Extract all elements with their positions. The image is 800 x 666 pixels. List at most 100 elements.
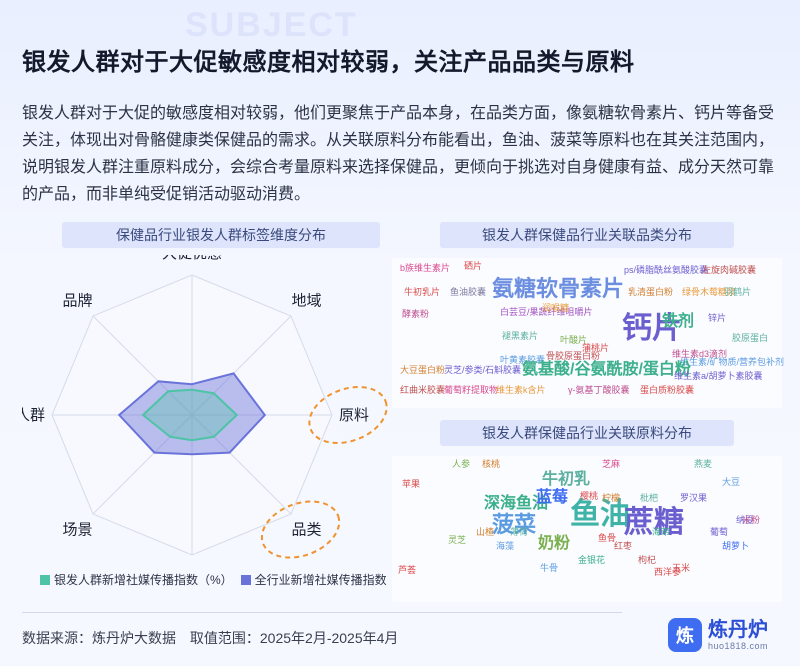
radar-axis-label: 原料: [339, 407, 369, 424]
word-cloud-word: 蓝莓: [536, 489, 569, 506]
background-watermark: SUBJECT: [185, 6, 358, 44]
word-cloud-word: 牛骨: [540, 563, 559, 573]
word-cloud-word: 核桃: [482, 459, 501, 469]
word-cloud-word: 骨胶原蛋白粉: [546, 351, 601, 361]
radar-axis-label: 场景: [62, 522, 92, 539]
word-cloud-word: 罗汉果: [680, 493, 708, 503]
legend-swatch-silver: [40, 574, 50, 585]
ingredient-cloud-title: 银发人群保健品行业关联原料分布: [440, 420, 734, 446]
word-cloud-word: 维生素/矿物质/营养包补剂: [680, 357, 785, 367]
radar-highlight-ellipse: [308, 385, 388, 445]
word-cloud-word: 大豆: [722, 477, 741, 487]
word-cloud-word: b族维生素片: [400, 263, 451, 273]
word-cloud-word: 灵芝: [448, 535, 467, 545]
radar-legend: 银发人群新增社媒传播指数（%） 全行业新增社媒传播指数（%）: [40, 571, 429, 588]
word-cloud-word: γ-氨基丁酸胶囊: [568, 385, 630, 395]
logo-icon: 炼: [668, 618, 702, 652]
data-range: 取值范围：2025年2月-2025年4月: [189, 630, 399, 646]
word-cloud-word: 芝麻: [602, 459, 621, 469]
word-cloud-word: 叶黄素胶囊: [500, 355, 546, 365]
word-cloud-word: ps/磷脂酰丝氨酸胶囊: [624, 265, 709, 275]
word-cloud-word: 润喉糖: [542, 303, 570, 313]
word-cloud-word: 羽鹤片: [724, 287, 752, 297]
word-cloud-word: 人参: [452, 459, 471, 469]
word-cloud-word: 葡萄: [710, 527, 729, 537]
word-cloud-word: 樱桃: [580, 491, 599, 501]
word-cloud-word: 金银花: [578, 555, 606, 565]
radar-axis-label: 品牌: [62, 292, 92, 309]
word-cloud-word: 灵芝/参类/石斛胶囊: [444, 365, 522, 375]
word-cloud-word: 白芸豆/果蔬纤维咀嚼片: [500, 307, 593, 317]
page-title: 银发人群对于大促敏感度相对较弱，关注产品品类与原料: [22, 49, 635, 76]
word-cloud-word: 牛初乳: [542, 471, 591, 488]
word-cloud-word: 胡萝卜: [722, 541, 750, 551]
word-cloud-word: 山楂: [476, 527, 495, 537]
category-cloud-title: 银发人群保健品行业关联品类分布: [440, 222, 734, 248]
radar-highlight-ellipse: [260, 500, 341, 559]
legend-swatch-industry: [240, 574, 251, 585]
data-source: 数据来源：炼丹炉大数据: [22, 630, 176, 646]
word-cloud-word: 柠檬: [602, 493, 621, 503]
word-cloud-word: 左旋肉碱胶囊: [702, 265, 757, 275]
radar-axis-label: 人群: [22, 407, 45, 424]
word-cloud-word: 葡萄籽提取物: [444, 385, 499, 395]
word-cloud-word: 苹果: [402, 479, 421, 489]
word-cloud-word: 乳清蛋白粉: [628, 287, 674, 297]
radar-chart-title: 保健品行业银发人群标签维度分布: [62, 222, 380, 248]
word-cloud-word: 硒片: [464, 261, 483, 271]
word-cloud-word: 氨基酸/谷氨酰胺/蛋白粉: [522, 361, 691, 378]
word-cloud-word: 玉米: [672, 563, 691, 573]
word-cloud-word: 枸杞: [638, 555, 657, 565]
word-cloud-word: 海带: [652, 527, 671, 537]
word-cloud-word: 纳豆: [736, 515, 755, 525]
word-cloud-word: 红曲米胶囊: [400, 385, 446, 395]
legend-label-silver: 银发人群新增社媒传播指数（%）: [54, 573, 233, 587]
word-cloud-word: 维生素a/胡萝卜素胶囊: [674, 371, 763, 381]
logo-text: 炼丹炉 huo1818.com: [708, 619, 768, 651]
word-cloud-word: 深海鱼油: [484, 495, 549, 512]
radar-axis-label: 地域: [292, 292, 322, 309]
word-cloud-word: 西洋参: [654, 567, 682, 577]
brand-logo: 炼 炼丹炉 huo1818.com: [668, 618, 768, 652]
legend-item-industry: 全行业新增社媒传播指数（%）: [240, 571, 422, 588]
radar-spoke: [191, 315, 292, 416]
word-cloud-word: 奶粉: [538, 535, 571, 552]
radar-chart: 大促优惠地域原料品类成分场景人群品牌: [22, 255, 388, 559]
legend-label-industry: 全行业新增社媒传播指数（%）: [254, 573, 422, 587]
radar-axis-label: 品类: [292, 522, 322, 539]
word-cloud-word: 燕麦: [694, 459, 713, 469]
word-cloud-word: 鱼油: [570, 498, 630, 531]
word-cloud-word: 维生素k含片: [496, 385, 546, 395]
radar-spoke: [191, 414, 292, 515]
word-cloud-word: 芦荟: [398, 565, 417, 575]
word-cloud-word: 大豆蛋白粉: [400, 365, 446, 375]
word-cloud-word: 叶酸片: [560, 335, 588, 345]
legend-item-silver: 银发人群新增社媒传播指数（%）: [40, 571, 233, 588]
word-cloud-word: 钙片: [622, 312, 682, 345]
word-cloud-word: 绿骨木莓糖浆: [682, 287, 737, 297]
word-cloud-word: 蔗糖: [624, 506, 684, 539]
footer-divider: [22, 612, 622, 613]
word-cloud-word: 海藻: [496, 541, 515, 551]
ingredient-word-cloud: 鱼油蔗糖菠菜深海鱼油奶粉牛初乳蓝莓樱桃柠檬枇杷罗汉果海藻红枣鱼骨金银花玉米牛骨人…: [392, 456, 782, 602]
radar-axis-label: 大促优惠: [162, 255, 222, 262]
radar-series-industry: [117, 372, 267, 456]
word-cloud-word: 褪黑素片: [502, 331, 539, 341]
logo-url: huo1818.com: [708, 641, 769, 651]
footer: 数据来源：炼丹炉大数据 取值范围：2025年2月-2025年4月: [22, 628, 408, 648]
word-cloud-word: 红枣: [614, 541, 633, 551]
word-cloud-word: 酵素粉: [402, 309, 430, 319]
word-cloud-word: 鱼油胶囊: [450, 287, 487, 297]
word-cloud-word: 胶原蛋白: [732, 333, 769, 343]
logo-name: 炼丹炉: [708, 619, 768, 641]
word-cloud-word: 铁剂: [662, 313, 695, 330]
word-cloud-word: 枇杷: [640, 493, 659, 503]
word-cloud-word: 薄荷: [510, 527, 529, 537]
radar-spoke: [92, 414, 193, 515]
word-cloud-word: 氨糖软骨素片: [492, 276, 625, 301]
description-paragraph: 银发人群对于大促的敏感度相对较弱，他们更聚焦于产品本身，在品类方面，像氨糖软骨素…: [22, 105, 775, 203]
word-cloud-word: 菠菜: [492, 512, 537, 537]
word-cloud-word: 蒲桃片: [582, 343, 610, 353]
word-cloud-word: 维生素d3滴剂: [672, 349, 728, 359]
